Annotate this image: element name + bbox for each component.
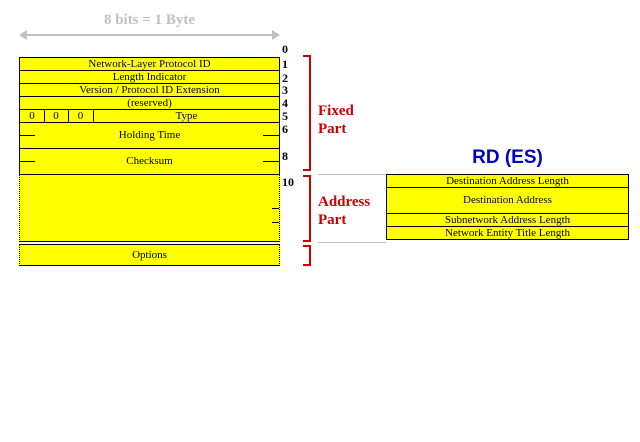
checksum-tick-right [263,161,279,162]
subnetwork-address-length-field: Subnetwork Address Length [386,213,629,227]
holding-time-field: Holding Time [19,122,280,149]
bit-width-arrow [19,30,280,40]
fixed-part-label: Fixed Part [318,103,354,137]
options-bracket [303,245,311,266]
offset-8: 8 [282,149,288,163]
holding-time-label: Holding Time [118,129,181,141]
type-bit-2: 0 [68,110,94,122]
fixed-part-bracket [303,55,311,171]
network-layer-protocol-id-field: Network-Layer Protocol ID [19,57,280,71]
address-tick-2 [272,222,279,223]
offset-2: 2 [282,71,288,85]
length-indicator-label: Length Indicator [112,71,187,83]
reserved-field: (reserved) [19,96,280,110]
connector-bottom [318,242,386,243]
destination-address-length-field: Destination Address Length [386,174,629,188]
checksum-tick-left [20,161,35,162]
part-brackets [303,55,311,266]
length-indicator-field: Length Indicator [19,70,280,84]
type-label: Type [175,110,198,122]
type-bit-0: 0 [20,110,45,122]
checksum-label: Checksum [126,155,173,167]
network-entity-title-length-field: Network Entity Title Length [386,226,629,240]
offset-1: 1 [282,57,288,71]
address-part-label: Address Part [318,194,371,228]
version-label: Version / Protocol ID Extension [79,84,220,96]
holding-time-tick-left [20,135,35,136]
type-field: 0 0 0 Type [19,109,280,123]
address-part-bracket [303,175,311,242]
destination-address-field: Destination Address [386,187,629,214]
bit-width-label: 8 bits = 1 Byte [103,12,196,28]
offset-4: 4 [282,96,288,110]
rd-title: RD (ES) [472,147,543,168]
checksum-field: Checksum [19,148,280,175]
options-field: Options [19,244,280,266]
network-layer-protocol-id-label: Network-Layer Protocol ID [88,58,211,70]
holding-time-tick-right [263,135,279,136]
offset-5: 5 [282,109,288,123]
bit-width-header: 8 bits = 1 Byte [19,8,280,40]
version-field: Version / Protocol ID Extension [19,83,280,97]
type-bit-1: 0 [44,110,69,122]
address-part-area [19,174,280,242]
offset-10: 10 [282,175,294,189]
offset-0: 0 [282,42,288,56]
address-tick-1 [272,208,279,209]
offset-6: 6 [282,122,288,136]
offset-3: 3 [282,83,288,97]
reserved-label: (reserved) [127,97,172,109]
connector-top [318,174,386,175]
options-label: Options [132,249,167,261]
